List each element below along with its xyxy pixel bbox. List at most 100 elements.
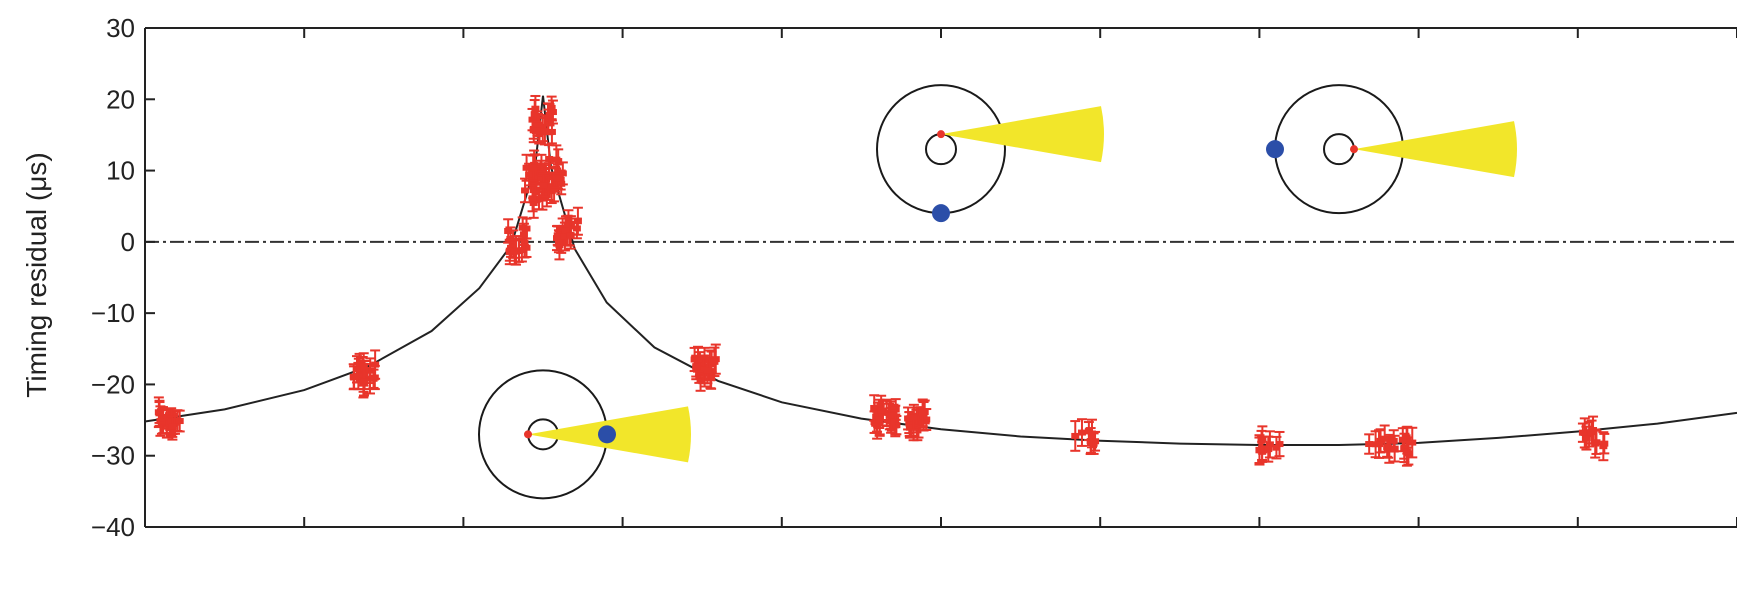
data-point (510, 248, 519, 255)
data-point (1077, 429, 1086, 436)
data-point (918, 409, 927, 416)
data-point (1380, 435, 1389, 442)
data-point (1600, 440, 1609, 447)
data-point (885, 412, 894, 419)
data-point (542, 192, 551, 199)
data-point (1578, 429, 1587, 436)
companion-dot (598, 425, 616, 444)
data-point (349, 373, 358, 380)
data-point (692, 363, 701, 370)
y-tick-label: −30 (91, 441, 135, 471)
data-point (525, 171, 534, 178)
data-cluster-9 (903, 398, 932, 442)
data-point (552, 175, 561, 182)
data-point (554, 233, 563, 240)
data-point (1390, 445, 1399, 452)
data-point (1398, 436, 1407, 443)
data-cluster-13 (1388, 425, 1418, 467)
data-point (547, 104, 556, 111)
data-point (1375, 441, 1384, 448)
orbit-inset-1 (876, 84, 1104, 223)
orbit-inset-0 (478, 369, 691, 500)
data-cluster-10 (1070, 418, 1101, 456)
data-point (1071, 432, 1080, 439)
data-point (703, 367, 712, 374)
data-point (891, 422, 900, 429)
data-point (1272, 444, 1281, 451)
data-point (545, 111, 554, 118)
companion-dot (932, 204, 950, 223)
data-point (529, 164, 538, 171)
data-point (539, 182, 548, 189)
data-point (359, 362, 368, 369)
data-point (552, 156, 561, 163)
data-point (566, 232, 575, 239)
y-tick-label: −40 (91, 512, 135, 542)
pulsar-dot (1350, 145, 1358, 154)
data-point (544, 184, 553, 191)
data-point (529, 125, 538, 132)
y-tick-label: 30 (106, 13, 135, 43)
data-cluster-6 (552, 206, 583, 261)
data-point (904, 415, 913, 422)
orbit-inset-2 (1266, 84, 1517, 215)
data-point (534, 121, 543, 128)
data-point (1592, 439, 1601, 446)
data-point (547, 128, 556, 135)
data-point (710, 358, 719, 365)
data-point (168, 423, 177, 430)
data-point (157, 418, 166, 425)
data-point (522, 164, 531, 171)
y-tick-label: −10 (91, 298, 135, 328)
data-cluster-0 (153, 396, 185, 441)
data-cluster-12 (1364, 424, 1395, 464)
data-cluster-8 (869, 394, 902, 440)
data-point (705, 356, 714, 363)
data-point (875, 416, 884, 423)
data-point (519, 231, 528, 238)
data-point (521, 187, 530, 194)
data-point (1086, 440, 1095, 447)
data-point (1376, 437, 1385, 444)
data-point (1589, 426, 1598, 433)
data-cluster-5 (536, 144, 568, 208)
data-point (909, 414, 918, 421)
y-tick-label: 20 (106, 84, 135, 114)
data-point (545, 155, 554, 162)
data-point (360, 378, 369, 385)
data-point (1255, 446, 1264, 453)
data-point (1265, 441, 1274, 448)
data-point (509, 241, 518, 248)
data-point (529, 199, 538, 206)
pulsar-orbit (925, 133, 957, 166)
data-point (560, 233, 569, 240)
data-cluster-14 (1577, 415, 1610, 462)
data-point (369, 375, 378, 382)
data-point (504, 227, 513, 234)
data-point (561, 227, 570, 234)
data-point (905, 424, 914, 431)
data-point (540, 128, 549, 135)
data-point (155, 409, 164, 416)
y-tick-label: −20 (91, 369, 135, 399)
data-point (505, 247, 514, 254)
data-point (891, 406, 900, 413)
data-point (573, 218, 582, 225)
y-axis-label: Timing residual (μs) (21, 152, 52, 397)
data-point (538, 195, 547, 202)
data-cluster-11 (1254, 425, 1285, 466)
data-point (1275, 441, 1284, 448)
data-point (1264, 446, 1273, 453)
data-point (572, 225, 581, 232)
data-point (352, 366, 361, 373)
data-point (1365, 441, 1374, 448)
data-point (531, 189, 540, 196)
radio-beam (941, 106, 1104, 163)
data-cluster-1 (348, 349, 381, 399)
y-tick-label: 10 (106, 156, 135, 186)
pulsar-dot (937, 130, 945, 139)
data-point (158, 414, 167, 421)
data-points-group (153, 94, 1610, 467)
